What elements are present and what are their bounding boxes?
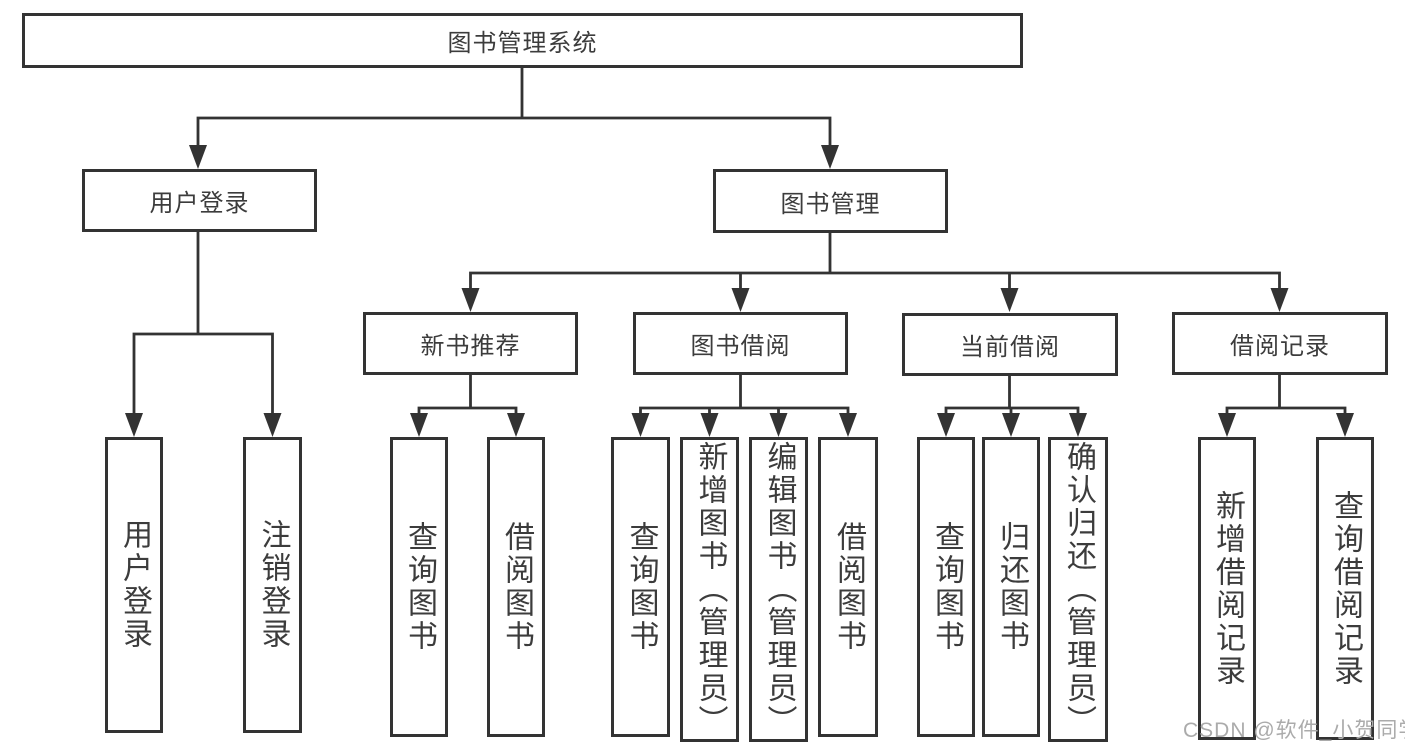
node-cb-return-book: 归还图书 bbox=[982, 437, 1040, 737]
node-book-management: 图书管理 bbox=[713, 169, 948, 233]
node-nbr-borrow-book: 借阅图书 bbox=[487, 437, 545, 737]
node-bb-borrow-book: 借阅图书 bbox=[818, 437, 878, 737]
node-label: 注销登录 bbox=[256, 519, 290, 651]
node-label: 借阅图书 bbox=[832, 521, 865, 653]
node-label: 图书借阅 bbox=[690, 333, 791, 360]
node-cb-query-book: 查询图书 bbox=[917, 437, 975, 737]
node-label: 当前借阅 bbox=[960, 334, 1060, 361]
node-label: 用户登录 bbox=[149, 190, 250, 217]
node-br-new-record: 新增借阅记录 bbox=[1198, 437, 1256, 740]
node-label: 用户登录 bbox=[118, 519, 151, 651]
node-label: 新增图书（管理员） bbox=[693, 441, 727, 738]
node-label: 图书管理 bbox=[780, 190, 881, 218]
node-label: 确认归还（管理员） bbox=[1062, 441, 1095, 738]
node-label: 借阅记录 bbox=[1230, 333, 1330, 360]
node-br-query-record: 查询借阅记录 bbox=[1316, 437, 1374, 740]
node-label: 查询图书 bbox=[930, 521, 963, 653]
node-label: 查询图书 bbox=[624, 521, 658, 653]
node-label: 新增借阅记录 bbox=[1211, 489, 1244, 688]
node-library-system: 图书管理系统 bbox=[22, 13, 1023, 68]
node-label: 编辑图书（管理员） bbox=[762, 441, 796, 738]
node-label: 新书推荐 bbox=[420, 333, 521, 360]
node-user-login-group: 用户登录 bbox=[82, 169, 317, 232]
node-label: 查询图书 bbox=[403, 521, 436, 653]
node-current-borrowing: 当前借阅 bbox=[902, 313, 1118, 376]
node-label: 借阅图书 bbox=[500, 521, 533, 653]
node-bb-edit-book-admin: 编辑图书（管理员） bbox=[749, 437, 808, 742]
node-bb-query-book: 查询图书 bbox=[611, 437, 670, 737]
node-book-borrowing: 图书借阅 bbox=[633, 312, 848, 375]
node-new-book-recommend: 新书推荐 bbox=[363, 312, 578, 375]
arrowheads bbox=[125, 145, 1354, 437]
node-label: 图书管理系统 bbox=[447, 30, 598, 57]
node-borrowing-records: 借阅记录 bbox=[1172, 312, 1388, 375]
node-label: 归还图书 bbox=[995, 521, 1028, 653]
node-label: 查询借阅记录 bbox=[1329, 489, 1362, 688]
node-nbr-query-book: 查询图书 bbox=[390, 437, 448, 737]
node-bb-add-book-admin: 新增图书（管理员） bbox=[680, 437, 739, 742]
node-logout-login: 注销登录 bbox=[243, 437, 302, 733]
watermark-text: CSDN @软件_小贺同学 bbox=[1183, 719, 1405, 742]
node-cb-confirm-return-admin: 确认归还（管理员） bbox=[1048, 437, 1108, 742]
node-user-login: 用户登录 bbox=[105, 437, 163, 733]
